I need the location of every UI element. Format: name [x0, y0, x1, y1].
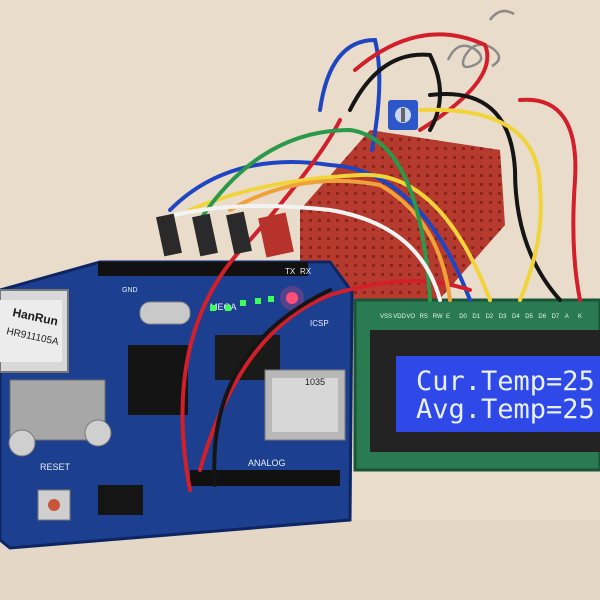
lcd-pin-label: E: [446, 314, 450, 320]
mega-label: MEGA: [210, 302, 237, 312]
wire-yellow-2: [188, 172, 492, 302]
lcd-screen: [396, 356, 600, 432]
crystal-oscillator: [139, 301, 191, 325]
lcd-pin-label: VO: [406, 314, 415, 320]
led-red: [286, 292, 298, 304]
led-green-3: [240, 300, 246, 306]
wire-red-3: [518, 97, 582, 302]
lcd-pin-label: RW: [433, 314, 443, 320]
lcd-pin-label: RS: [420, 314, 428, 320]
icsp-label: ICSP: [310, 319, 329, 328]
capacitor-left: [8, 429, 36, 457]
lcd-pin-label: D5: [525, 314, 533, 320]
digital-header: [98, 262, 308, 276]
wire-blue-1: [168, 160, 472, 302]
led-green-5: [268, 296, 274, 302]
capacitor-right: [84, 419, 112, 447]
lcd-line-2: Avg.Temp=25: [416, 394, 595, 425]
rj45-jack: HanRun HR911105A: [0, 289, 69, 373]
lcd-pin-label: D7: [552, 314, 560, 320]
gnd-label: GND: [122, 287, 138, 294]
wire-yellow-1: [418, 107, 543, 302]
lcd-pin-label: D0: [459, 314, 467, 320]
wire-green-1: [198, 127, 432, 302]
potentiometer: [388, 100, 418, 130]
led-green-4: [255, 298, 261, 304]
small-chip: [98, 485, 143, 515]
led-green-2: [225, 305, 231, 311]
wire-orange-1: [228, 178, 452, 302]
wire-red-1: [353, 32, 490, 132]
wire-blue-2: [318, 37, 382, 152]
lcd-pin-label: K: [578, 314, 582, 320]
wire-white-1: [173, 204, 442, 302]
jumper-wires: [168, 32, 582, 492]
lcd-pin-label: A: [565, 314, 569, 320]
metal-spring: [446, 9, 515, 69]
led-green-1: [210, 305, 216, 311]
wire-black-1: [348, 52, 442, 132]
lcd-pin-label: D4: [512, 314, 520, 320]
main-chip: [128, 345, 188, 415]
lcd-pin-label: VDD: [393, 314, 406, 320]
lcd-pin-label: D1: [472, 314, 480, 320]
lcd-pin-label: D3: [499, 314, 507, 320]
lcd-pin-label: VSS: [380, 314, 392, 320]
wire-black-3: [212, 288, 332, 487]
rx-label: RX: [300, 267, 312, 276]
lcd-pin-label: D6: [538, 314, 546, 320]
wire-black-2: [428, 92, 562, 302]
status-leds: [210, 286, 304, 311]
analog-header: [190, 470, 340, 486]
sd-card-text: 1035: [305, 377, 325, 387]
lcd-pin-label: D2: [486, 314, 494, 320]
analog-label: ANALOG: [248, 458, 286, 468]
header-pins: [156, 211, 294, 258]
reset-label: RESET: [40, 462, 71, 472]
lcd-line-1: Cur.Temp=25: [416, 366, 595, 397]
tx-label: TX: [285, 267, 296, 276]
